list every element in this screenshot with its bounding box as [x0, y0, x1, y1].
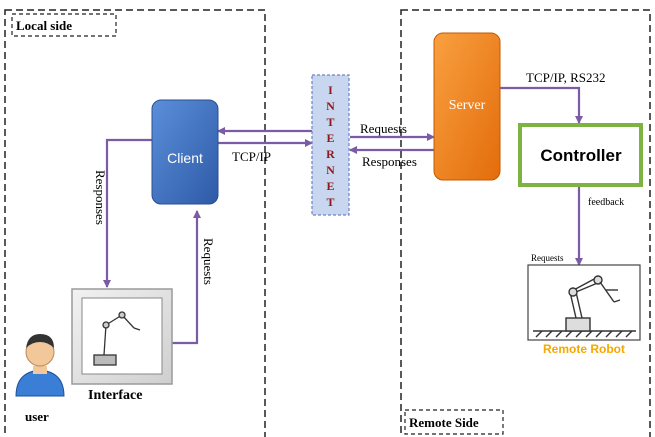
internet-letter: E — [326, 131, 334, 145]
local-side-label: Local side — [16, 18, 72, 33]
requests-label-local: Requests — [201, 238, 216, 285]
feedback-label: feedback — [588, 197, 624, 208]
tcpip-rs232-label: TCP/IP, RS232 — [526, 70, 605, 85]
internet-letter: E — [326, 179, 334, 193]
client-label: Client — [167, 150, 203, 166]
screen-robot-image — [93, 311, 141, 366]
remote-robot-label: Remote Robot — [543, 342, 625, 356]
internet-letter: R — [326, 147, 335, 161]
user-icon — [15, 334, 65, 397]
client-to-interface-arrow — [103, 138, 152, 288]
server-controller-arrow — [493, 84, 583, 124]
requests-label-internet: Requests — [360, 121, 407, 136]
remote-robot-image: Remote Robot — [527, 264, 641, 356]
internet-letter: N — [326, 99, 335, 113]
interface-to-client-arrow — [172, 210, 201, 345]
client-node: Client — [151, 99, 219, 205]
tcpip-label: TCP/IP — [232, 149, 271, 164]
controller-node: Controller — [518, 123, 643, 187]
user-label: user — [25, 409, 49, 424]
server-node: Server — [433, 32, 501, 181]
interface-monitor — [71, 288, 173, 385]
responses-label-local: Responses — [93, 170, 108, 225]
remote-side-region: Remote Side — [400, 9, 651, 437]
local-side-region: Local side — [4, 9, 266, 437]
remote-side-label: Remote Side — [409, 415, 479, 430]
server-label: Server — [449, 98, 486, 113]
internet-letter: N — [326, 163, 335, 177]
internet-letter: T — [326, 195, 334, 209]
internet-server-link — [349, 133, 435, 154]
interface-label: Interface — [88, 388, 142, 403]
responses-label-internet: Responses — [362, 154, 417, 169]
internet-letter: T — [326, 115, 334, 129]
client-internet-link — [217, 127, 313, 147]
internet-letter: I — [328, 83, 333, 97]
controller-label: Controller — [540, 146, 622, 165]
requests-label-robot: Requests — [531, 253, 564, 263]
